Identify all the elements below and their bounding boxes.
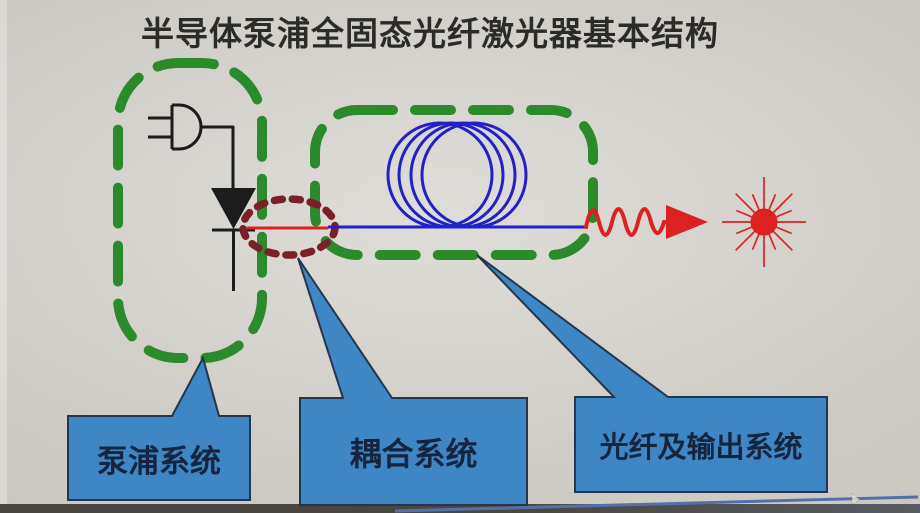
laser-diode-icon	[211, 188, 256, 291]
coupling-system-callout-shape	[297, 257, 528, 506]
diagram-title: 半导体泵浦全固态光纤激光器基本结构	[141, 15, 719, 52]
output-beam-wave	[584, 207, 668, 237]
pump-system-label: 泵浦系统	[97, 443, 221, 479]
fiber-output-system-label: 光纤及输出系统	[599, 431, 803, 464]
mouse-cursor	[851, 492, 861, 505]
power-plug-icon	[148, 103, 235, 188]
screen-bottom-edge-line	[394, 495, 919, 513]
fiber-coil-icon	[386, 121, 528, 229]
fiber-system-dashed-box	[310, 105, 598, 260]
output-beam-arrowhead	[666, 205, 708, 239]
fiber-output-system-callout-shape	[476, 254, 828, 493]
coupling-system-label: 耦合系统	[349, 435, 478, 472]
pump-system-callout-shape	[67, 355, 251, 501]
screen-left-edge-highlight	[0, 0, 7, 513]
pump-system-dashed-box	[113, 58, 267, 363]
laser-output-starburst-icon	[722, 177, 806, 267]
